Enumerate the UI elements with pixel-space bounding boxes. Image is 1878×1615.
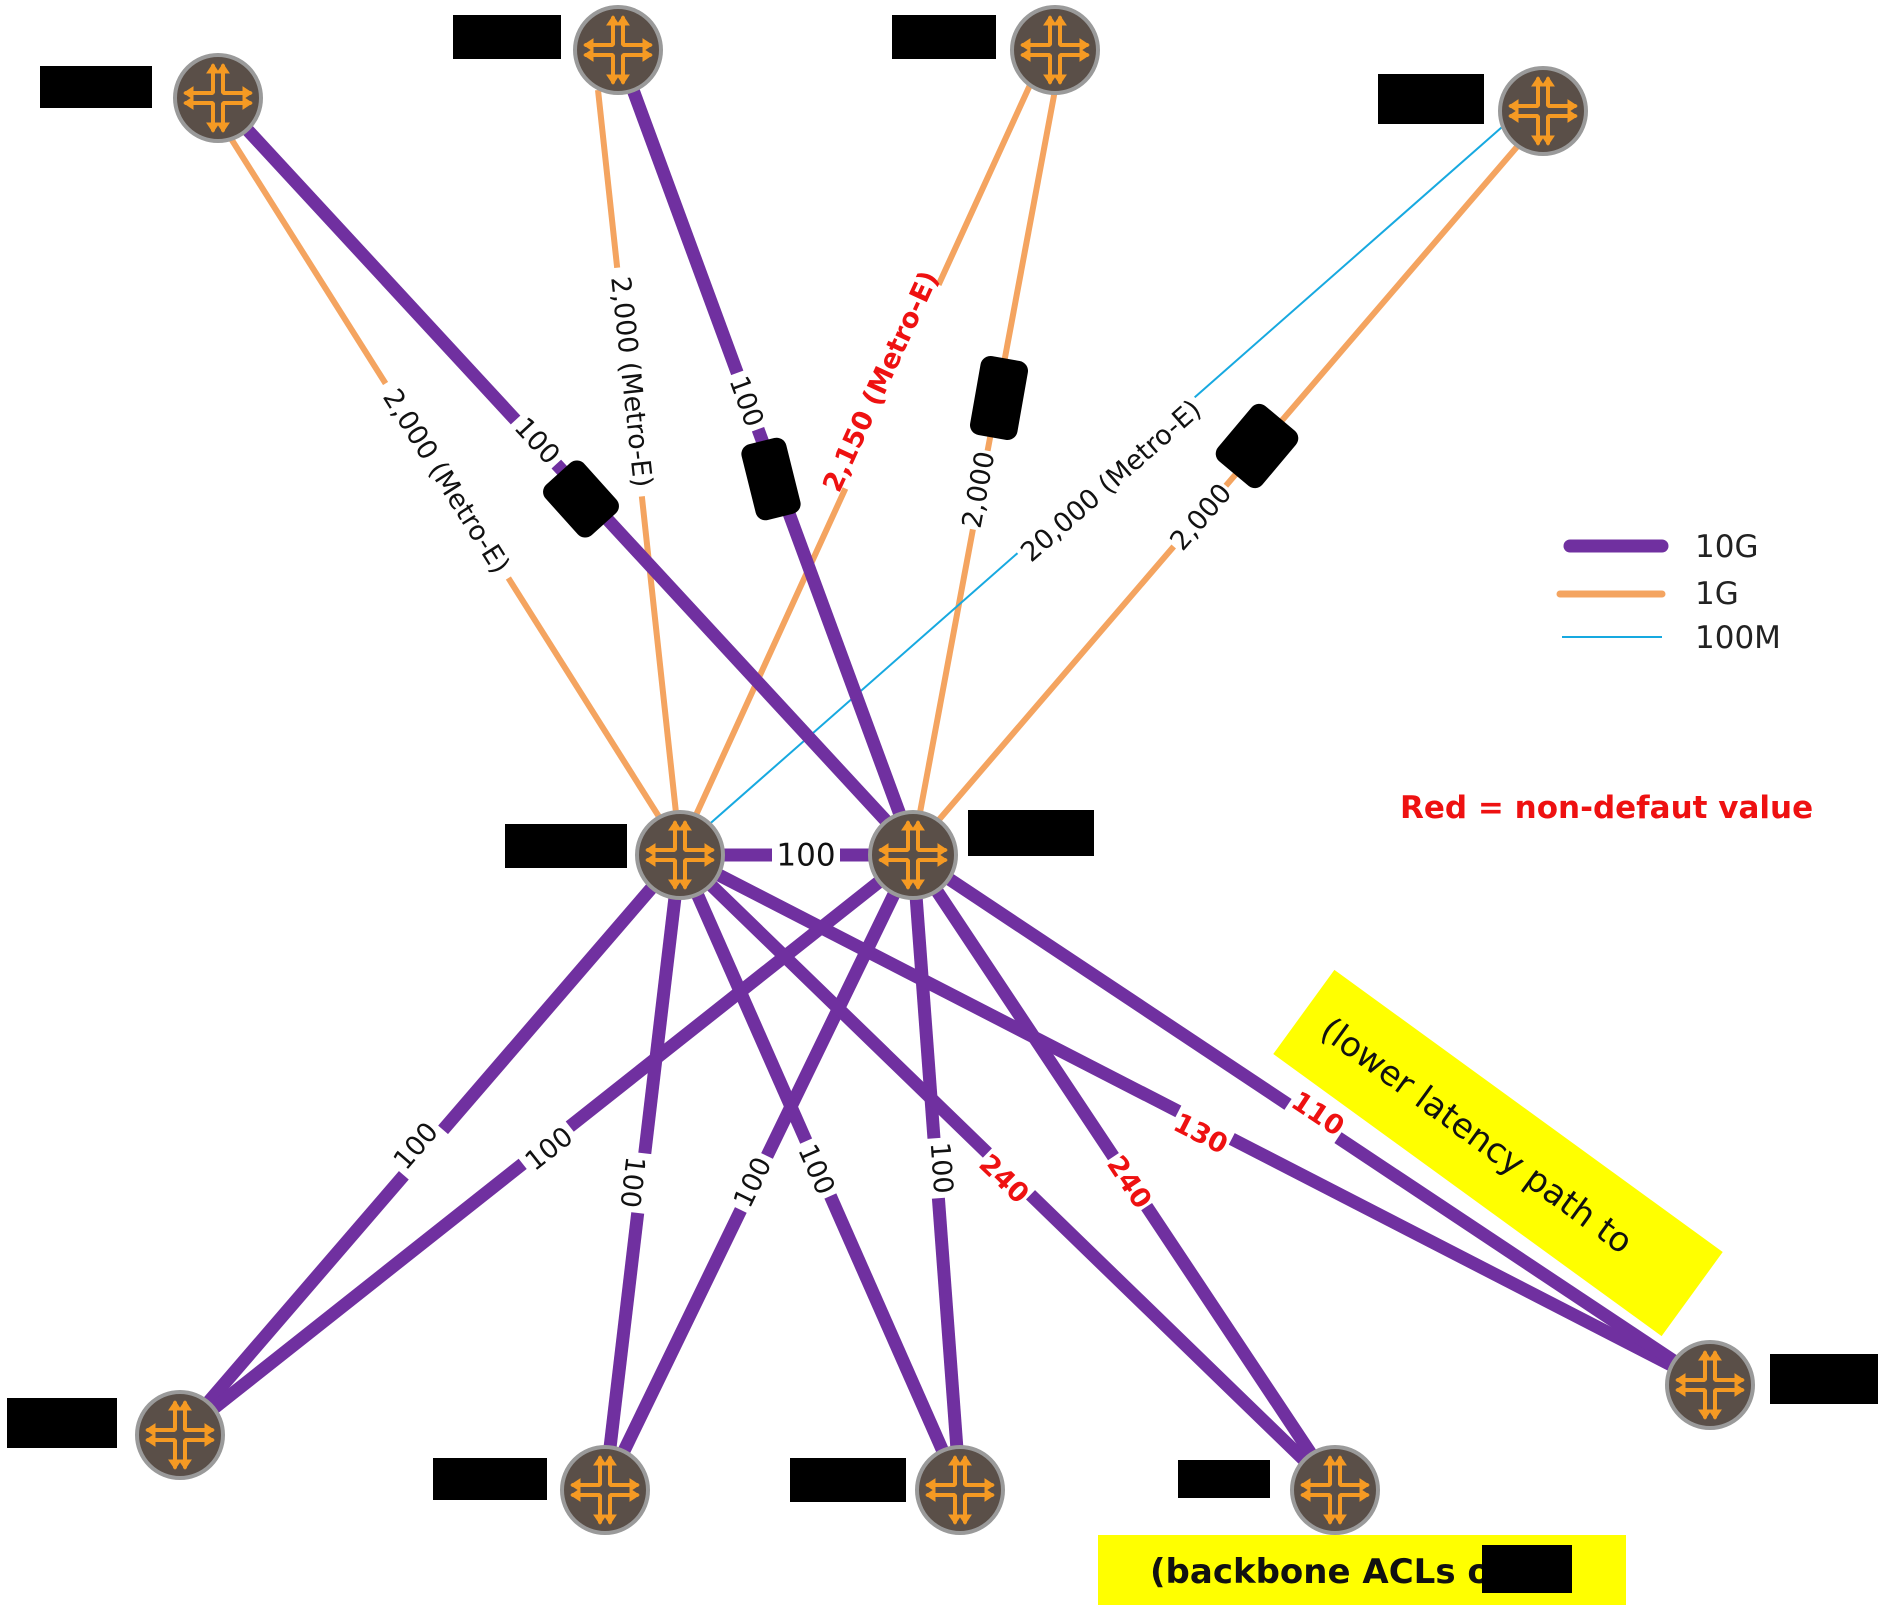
node-name-redacted bbox=[40, 66, 152, 108]
redaction-block bbox=[1482, 1545, 1572, 1593]
node-name-redacted bbox=[505, 824, 627, 868]
router-icon[interactable] bbox=[173, 53, 263, 143]
backbone-acls-text: (backbone ACLs on bbox=[1150, 1552, 1515, 1592]
link-label: 2,000 bbox=[957, 449, 1002, 531]
router-icon[interactable] bbox=[560, 1445, 650, 1535]
link-label: 240 bbox=[973, 1149, 1035, 1210]
legend-label-1g: 1G bbox=[1695, 576, 1739, 612]
link-label: 100 bbox=[776, 838, 835, 874]
router-icon[interactable] bbox=[1665, 1340, 1755, 1430]
node-name-redacted bbox=[453, 15, 561, 59]
link-1g bbox=[910, 118, 1543, 852]
node-name-redacted bbox=[968, 810, 1094, 856]
router-icon[interactable] bbox=[868, 810, 958, 900]
node-name-redacted bbox=[7, 1398, 117, 1448]
link-label: 2,000 (Metro-E) bbox=[376, 384, 515, 580]
router-icon[interactable] bbox=[1010, 5, 1100, 95]
router-icon[interactable] bbox=[135, 1390, 225, 1480]
node-name-redacted bbox=[790, 1458, 906, 1502]
links bbox=[175, 57, 1714, 1495]
redaction-block bbox=[543, 460, 619, 538]
redaction-block bbox=[1215, 403, 1299, 489]
legend-label-100m: 100M bbox=[1695, 620, 1781, 656]
link-label: 100 bbox=[722, 372, 769, 431]
router-icon[interactable] bbox=[635, 810, 725, 900]
legend-label-10g: 10G bbox=[1695, 529, 1758, 565]
legend: 10G 1G 100M bbox=[1556, 529, 1781, 656]
node-name-redacted bbox=[1770, 1354, 1878, 1404]
redaction-block bbox=[741, 437, 801, 521]
router-icon[interactable] bbox=[915, 1445, 1005, 1535]
router-icon[interactable] bbox=[1498, 66, 1588, 156]
node-name-redacted bbox=[892, 15, 996, 59]
node-name-redacted bbox=[1178, 1460, 1270, 1498]
node-name-redacted bbox=[433, 1458, 547, 1500]
link-label: 2,150 (Metro-E) bbox=[817, 266, 945, 496]
node-name-redacted bbox=[1378, 74, 1484, 124]
non-default-note: Red = non-defaut value bbox=[1400, 790, 1813, 826]
link-label: 100 bbox=[614, 1155, 651, 1210]
router-icon[interactable] bbox=[573, 5, 663, 95]
link-label: 100 bbox=[924, 1141, 959, 1195]
router-icon[interactable] bbox=[1290, 1445, 1380, 1535]
redaction-block bbox=[970, 356, 1028, 440]
